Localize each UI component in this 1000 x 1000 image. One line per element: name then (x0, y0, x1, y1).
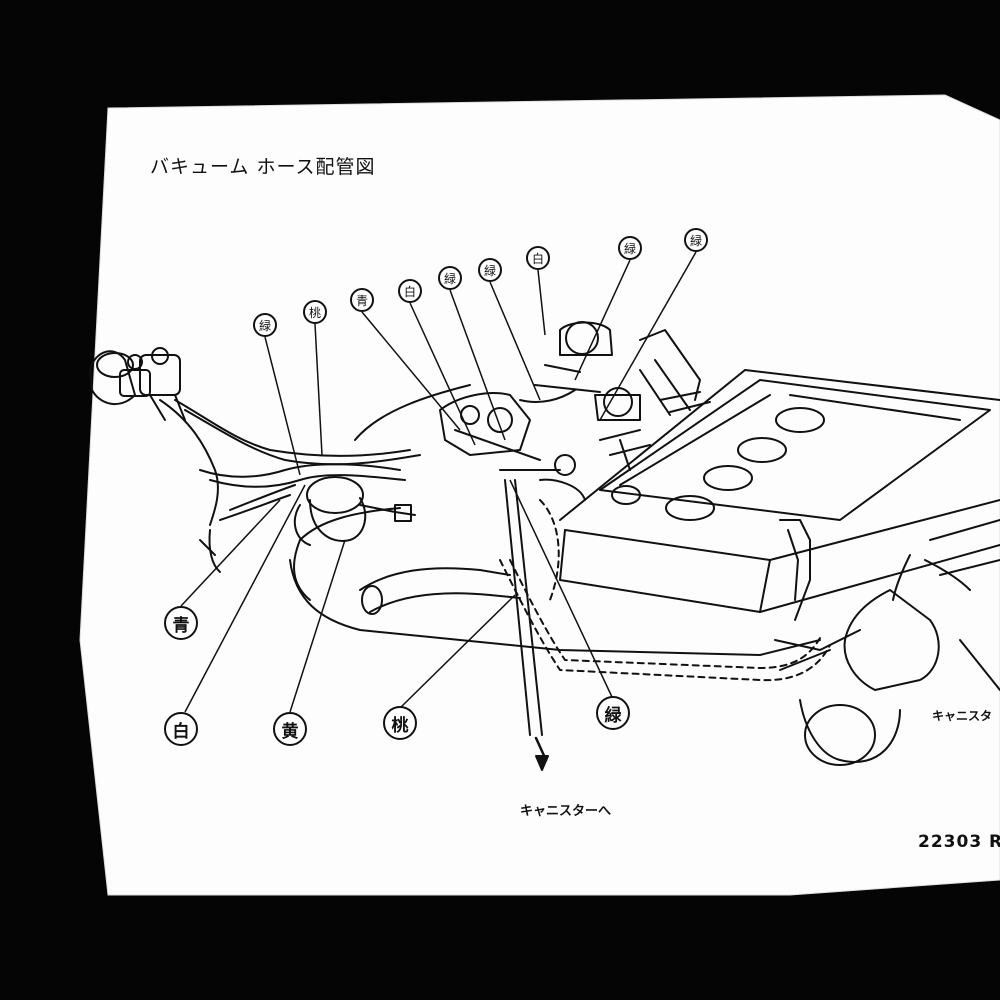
tag-green-2: 緑 (438, 266, 462, 290)
tag-green-6: 緑 (596, 696, 630, 730)
engine-illustration (89, 321, 1000, 771)
tag-green-3: 緑 (478, 258, 502, 282)
tag-green-4: 緑 (618, 236, 642, 260)
tag-pink-2: 桃 (383, 706, 417, 740)
canister-label-bottom: キャニスターへ (520, 804, 612, 819)
tag-white-2: 白 (526, 246, 550, 270)
tag-white-3: 白 (164, 712, 198, 746)
paper-sheet (79, 94, 1000, 896)
tag-blue-1: 青 (350, 288, 374, 312)
leader-lines (180, 251, 697, 713)
diagram-title: バキューム ホース配管図 (150, 156, 376, 178)
canister-label-right: キャニスタ (932, 709, 993, 723)
tag-green-5: 緑 (684, 228, 708, 252)
tag-green-1: 緑 (253, 313, 277, 337)
part-number: 22303 R (918, 832, 1000, 852)
tag-yellow-1: 黄 (273, 712, 307, 746)
tag-blue-2: 青 (164, 606, 198, 640)
tag-white-1: 白 (398, 279, 422, 303)
tag-pink-1: 桃 (303, 300, 327, 324)
